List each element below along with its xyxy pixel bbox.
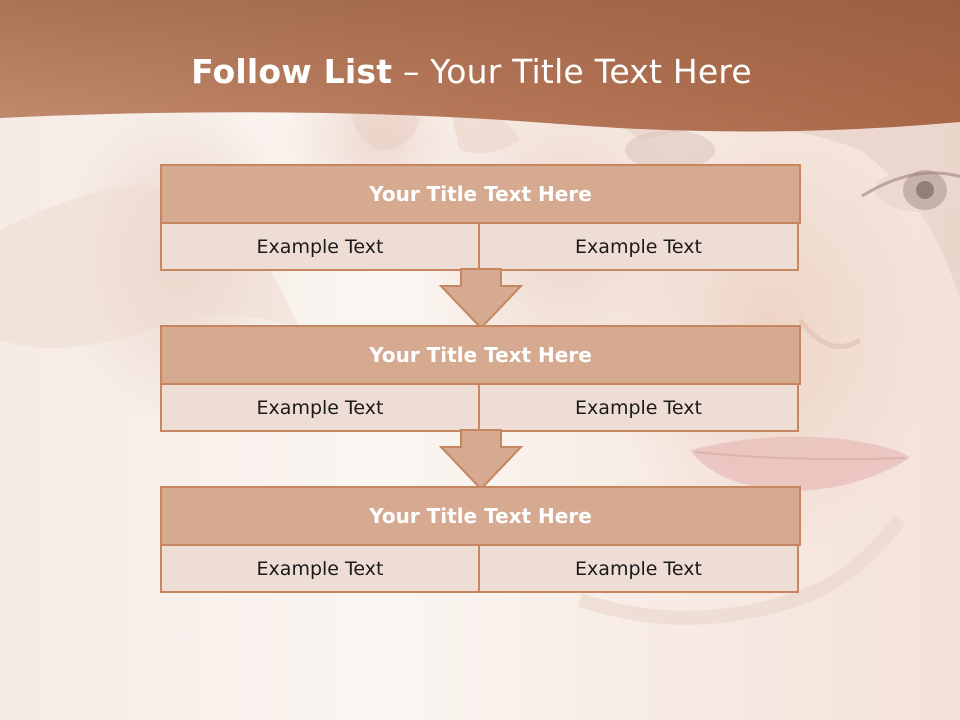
step-cell-right: Example Text <box>478 224 799 271</box>
header-band <box>0 0 960 132</box>
step-row: Example Text Example Text <box>160 546 801 593</box>
step-cell-right: Example Text <box>478 546 799 593</box>
step-cell-left: Example Text <box>160 385 478 432</box>
step-cell-left: Example Text <box>160 546 478 593</box>
down-arrow-icon <box>438 268 524 330</box>
down-arrow-icon <box>438 429 524 491</box>
slide-title-bold: Follow List <box>191 52 393 91</box>
step-title: Your Title Text Here <box>160 325 801 385</box>
slide-title: Follow List – Your Title Text Here <box>0 52 943 91</box>
step-row: Example Text Example Text <box>160 385 801 432</box>
step-block-1: Your Title Text Here Example Text Exampl… <box>160 164 801 271</box>
step-cell-left: Example Text <box>160 224 478 271</box>
step-cell-right: Example Text <box>478 385 799 432</box>
step-block-3: Your Title Text Here Example Text Exampl… <box>160 486 801 593</box>
step-title: Your Title Text Here <box>160 486 801 546</box>
step-row: Example Text Example Text <box>160 224 801 271</box>
step-block-2: Your Title Text Here Example Text Exampl… <box>160 325 801 432</box>
slide-title-rest: – Your Title Text Here <box>402 52 752 91</box>
step-title: Your Title Text Here <box>160 164 801 224</box>
